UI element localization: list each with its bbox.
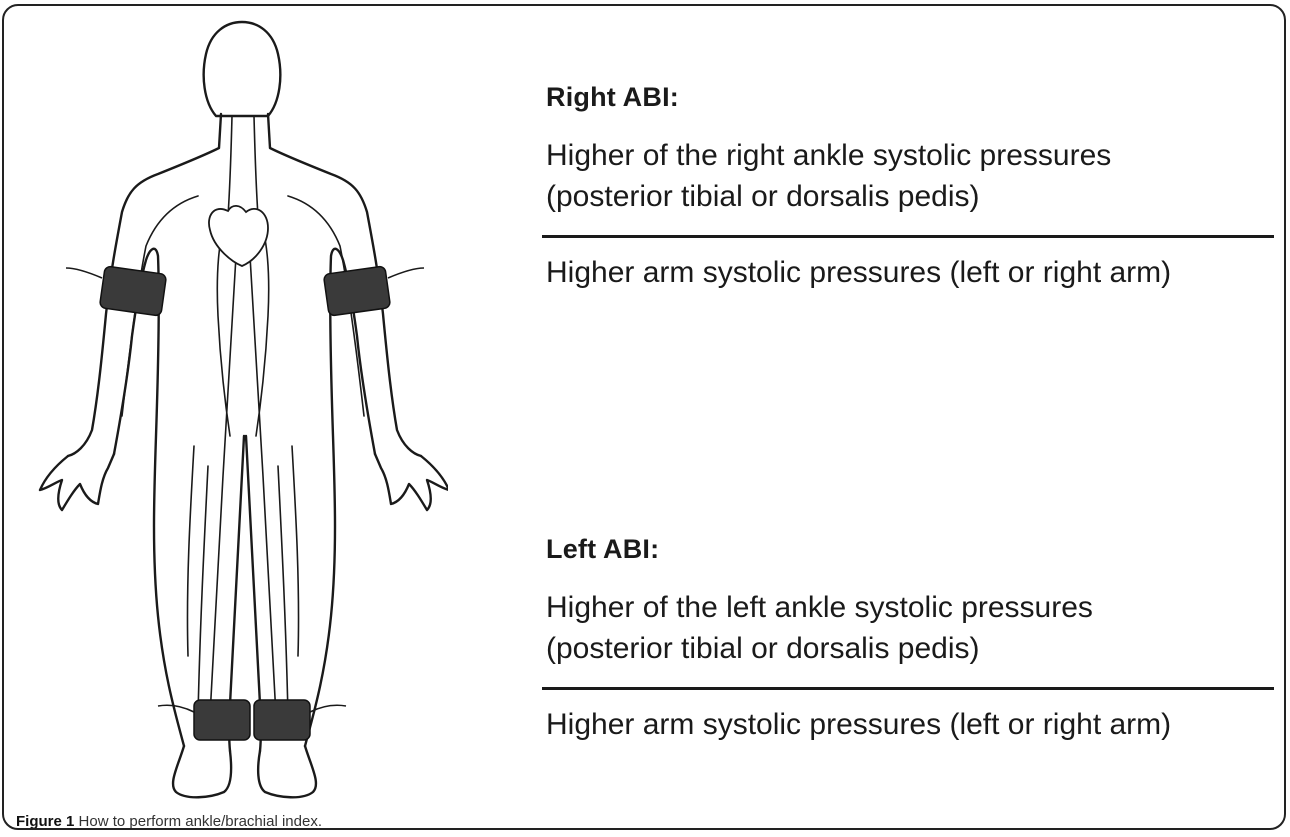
right-hand	[40, 454, 114, 510]
right-abi-denominator: Higher arm systolic pressures (left or r…	[546, 252, 1282, 293]
left-hand	[375, 454, 448, 510]
right-abi-fraction-bar	[542, 235, 1274, 238]
figure-caption: Figure 1 How to perform ankle/brachial i…	[16, 813, 322, 830]
left-abi-numerator: Higher of the left ankle systolic pressu…	[546, 587, 1282, 669]
left-abi-formula: Left ABI: Higher of the left ankle systo…	[542, 534, 1282, 745]
inner-arm-right	[114, 249, 184, 746]
figure-caption-label: Figure 1	[16, 813, 74, 830]
body-outline	[40, 22, 448, 797]
left-arm-cuff-icon	[323, 266, 390, 316]
right-arm-cuff-icon	[99, 266, 166, 316]
right-abi-numerator-line2: (posterior tibial or dorsalis pedis)	[546, 176, 1282, 217]
right-abi-formula: Right ABI: Higher of the right ankle sys…	[542, 82, 1282, 293]
cuffs	[99, 266, 390, 740]
head-outline	[204, 22, 281, 116]
figure-frame: Right ABI: Higher of the right ankle sys…	[2, 4, 1286, 830]
cuff-tubes	[66, 268, 424, 712]
human-body-circulation-icon	[18, 16, 448, 806]
left-abi-fraction-bar	[542, 687, 1274, 690]
right-abi-numerator-line1: Higher of the right ankle systolic press…	[546, 135, 1282, 176]
left-abi-numerator-line1: Higher of the left ankle systolic pressu…	[546, 587, 1282, 628]
left-abi-numerator-line2: (posterior tibial or dorsalis pedis)	[546, 628, 1282, 669]
right-ankle-cuff-icon	[194, 700, 250, 740]
figure-caption-text: How to perform ankle/brachial index.	[79, 813, 322, 830]
inner-arm-left	[305, 249, 375, 746]
left-ankle-cuff-icon	[254, 700, 310, 740]
left-foot	[258, 746, 316, 797]
right-abi-title: Right ABI:	[546, 82, 1282, 113]
left-abi-denominator: Higher arm systolic pressures (left or r…	[546, 704, 1282, 745]
left-abi-title: Left ABI:	[546, 534, 1282, 565]
right-foot	[173, 746, 231, 797]
right-abi-numerator: Higher of the right ankle systolic press…	[546, 135, 1282, 217]
